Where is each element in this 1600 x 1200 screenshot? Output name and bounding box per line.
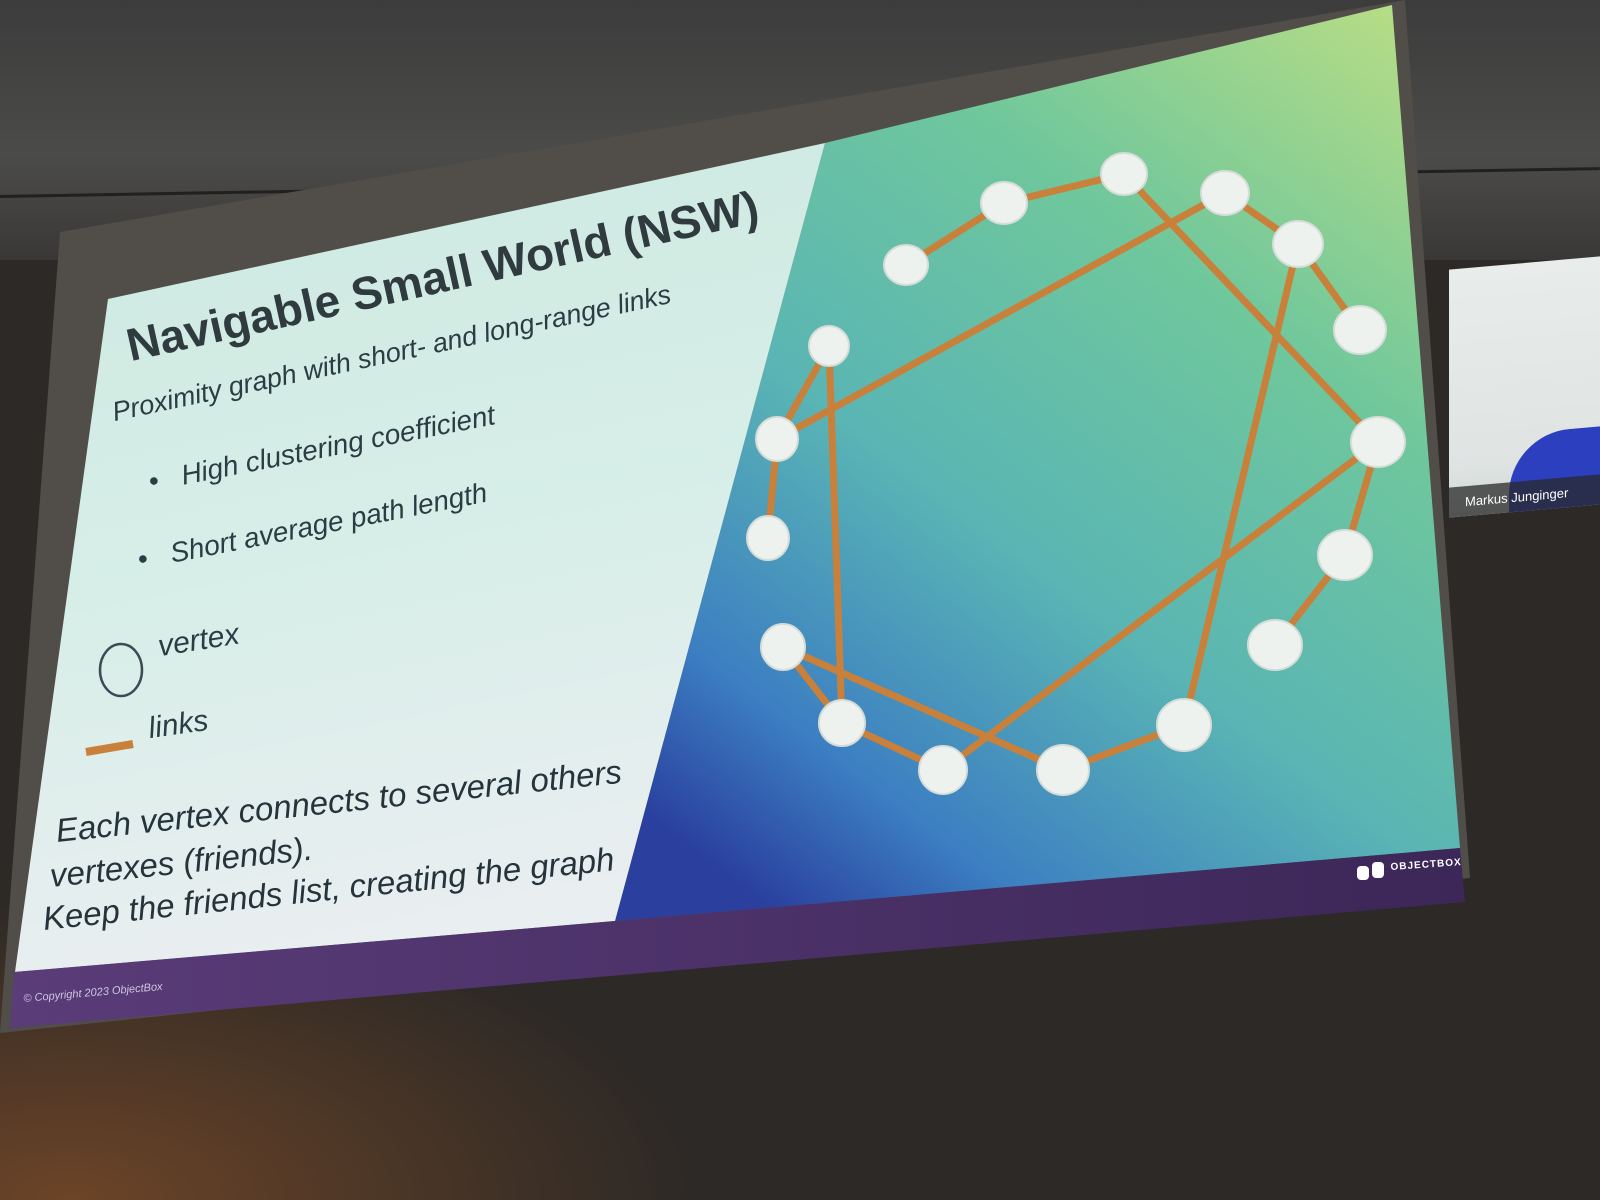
graph-vertex bbox=[883, 244, 929, 286]
participant-video-tile[interactable]: Markus Junginger bbox=[1449, 256, 1600, 518]
graph-vertex bbox=[1036, 744, 1090, 796]
graph-vertex bbox=[760, 623, 806, 671]
graph-vertex bbox=[1333, 305, 1387, 355]
graph-link bbox=[1180, 240, 1302, 729]
graph-vertices bbox=[746, 152, 1406, 796]
slide-graphic-background bbox=[615, 5, 1460, 921]
graph-vertex bbox=[1156, 698, 1212, 752]
graph-vertex bbox=[818, 699, 866, 747]
graph-vertex bbox=[1350, 416, 1406, 468]
graph-vertex bbox=[746, 515, 790, 561]
legend-vertex-icon bbox=[98, 642, 144, 698]
graph-vertex bbox=[1272, 220, 1324, 268]
graph-vertex bbox=[918, 745, 968, 795]
graph-vertex bbox=[755, 416, 799, 462]
graph-link bbox=[825, 342, 846, 727]
objectbox-logo-icon bbox=[1357, 862, 1384, 880]
graph-vertex bbox=[1100, 152, 1148, 196]
legend-link-icon bbox=[85, 740, 134, 756]
graph-link bbox=[1120, 170, 1382, 446]
slide-text-panel bbox=[15, 143, 825, 972]
slide-footer-band bbox=[10, 848, 1465, 1028]
graph-vertex bbox=[1247, 619, 1303, 671]
graph-link bbox=[773, 189, 1229, 443]
graph-vertex bbox=[980, 181, 1028, 225]
graph-vertex bbox=[1317, 529, 1373, 581]
graph-link bbox=[779, 643, 1067, 774]
participant-name: Markus Junginger bbox=[1465, 485, 1569, 510]
graph-vertex bbox=[808, 325, 850, 367]
graph-vertex bbox=[1200, 170, 1250, 216]
graph-link bbox=[939, 438, 1382, 774]
